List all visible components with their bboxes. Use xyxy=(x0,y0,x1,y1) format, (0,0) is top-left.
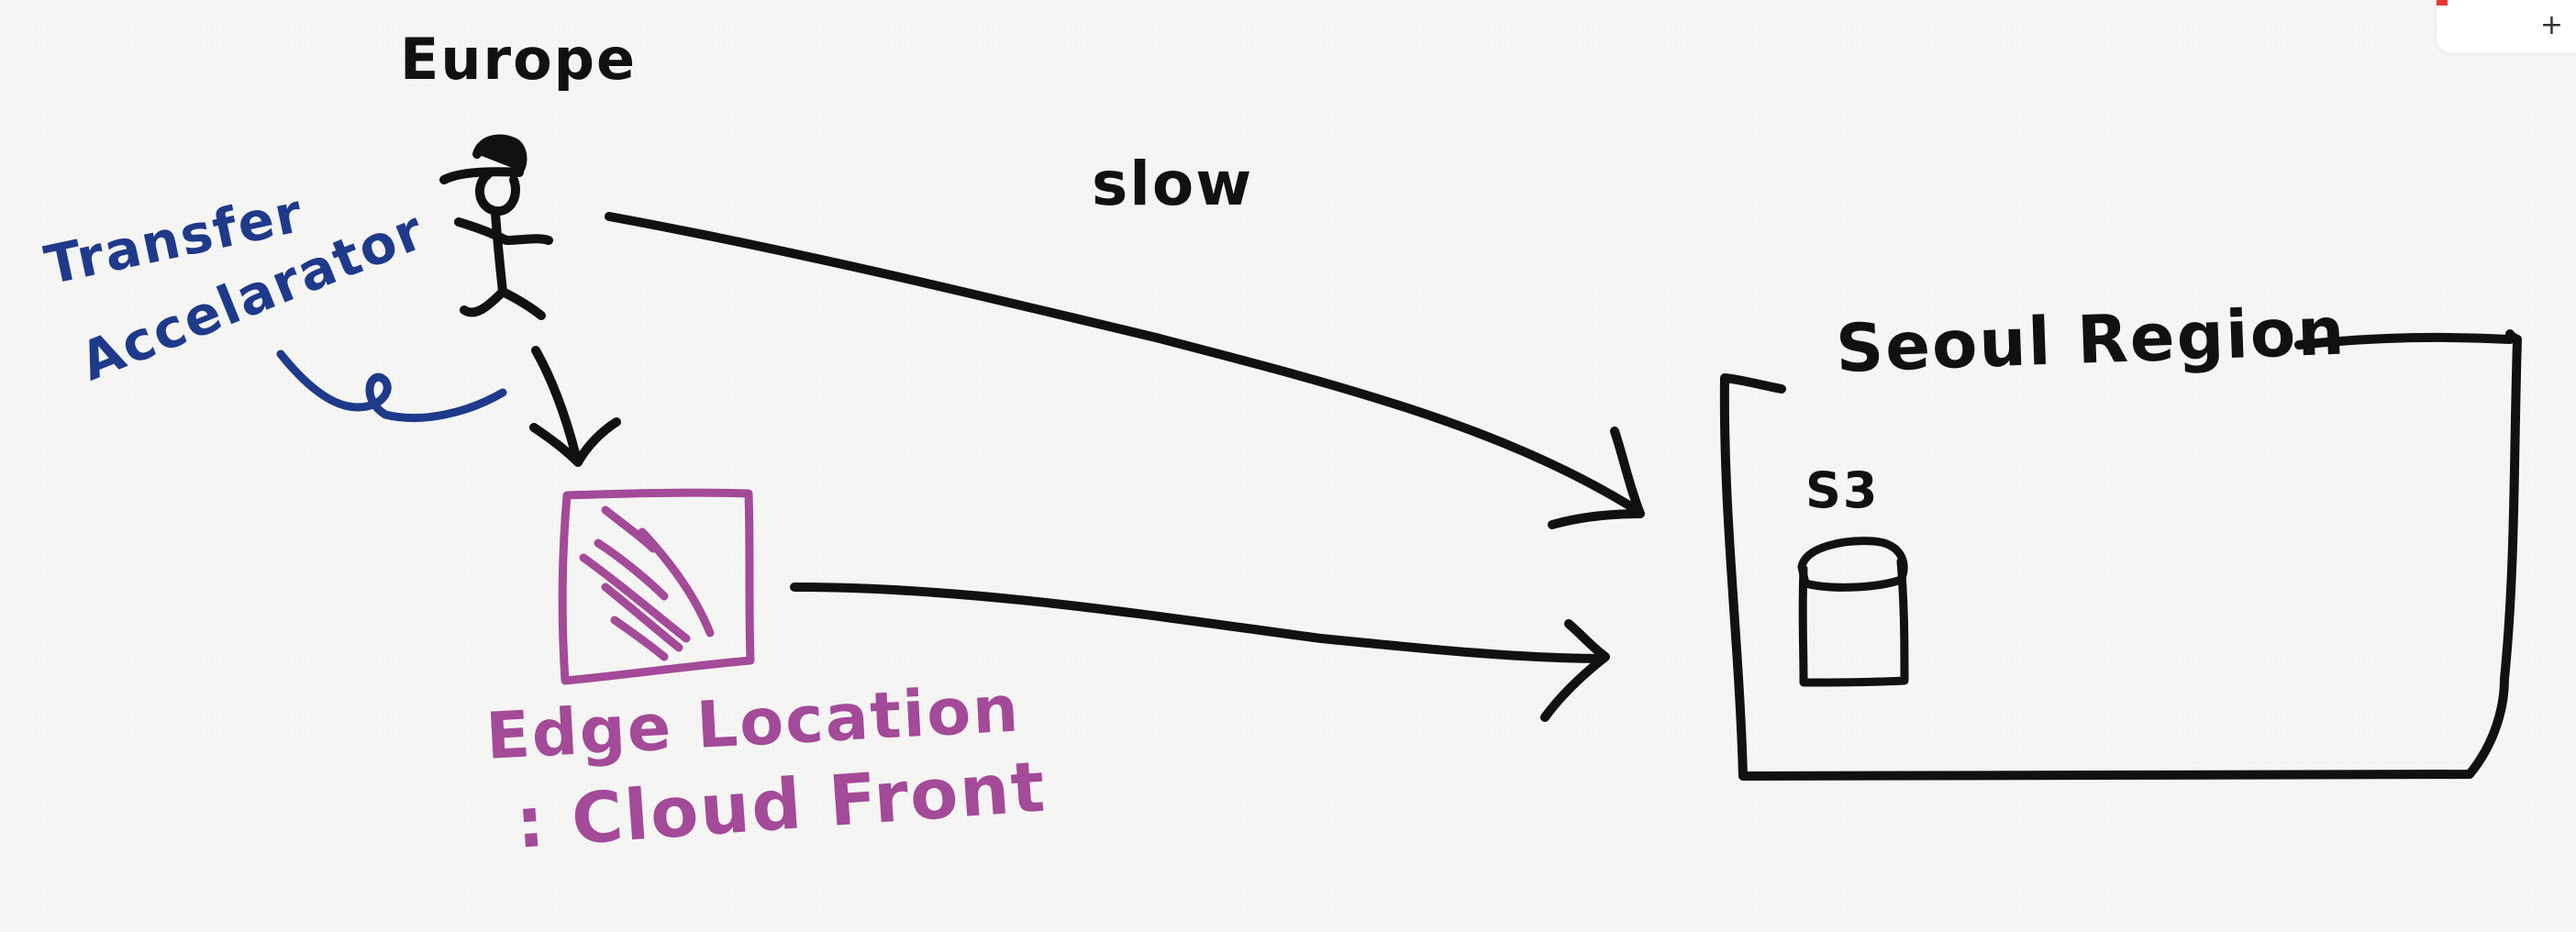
user-figure-icon xyxy=(439,134,553,320)
edge-location-box xyxy=(558,488,755,685)
toolbar-panel: + xyxy=(2437,0,2576,53)
europe-label: Europe xyxy=(400,26,638,93)
fast-arrow xyxy=(790,582,1610,722)
slow-label: slow xyxy=(1092,149,1254,219)
red-marker-icon[interactable] xyxy=(2437,0,2448,6)
down-arrow xyxy=(529,346,621,467)
s3-label: S3 xyxy=(1805,461,1880,519)
s3-bucket-icon xyxy=(1797,537,1909,687)
seoul-region-label: Seoul Region xyxy=(1834,292,2348,387)
seoul-region-box xyxy=(1719,329,2522,781)
slow-arrow xyxy=(605,212,1645,529)
add-icon[interactable]: + xyxy=(2539,9,2563,41)
accelerator-curve xyxy=(276,350,507,423)
